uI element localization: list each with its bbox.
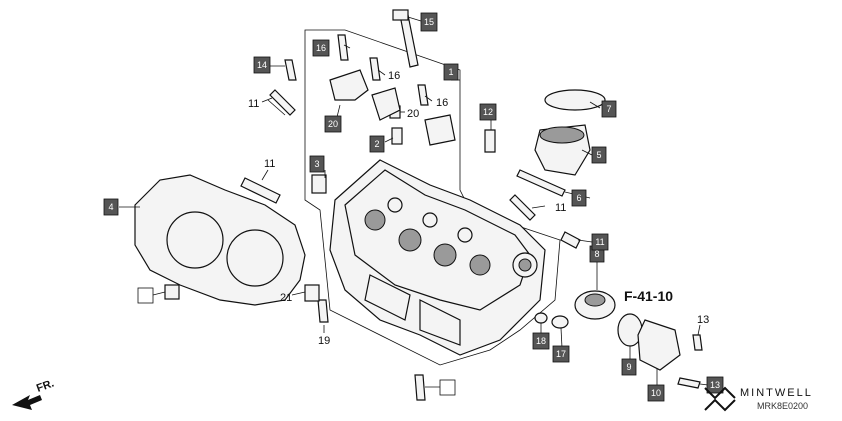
direction-label: FR.	[35, 377, 56, 394]
thermostat-housing	[637, 319, 681, 371]
callout-20-box: 20	[324, 115, 342, 133]
svg-text:12: 12	[483, 107, 493, 117]
assembly-outline	[304, 29, 561, 366]
callout-13-box: 13	[706, 376, 724, 394]
callout-4: 4	[103, 198, 119, 216]
intake-joint	[534, 124, 591, 176]
svg-text:10: 10	[651, 388, 661, 398]
callout-12: 12	[479, 103, 497, 121]
svg-text:2: 2	[374, 139, 379, 149]
label-20: 20	[407, 108, 419, 120]
callout-11-box: 11	[591, 233, 609, 251]
label-11-middle: 11	[264, 158, 275, 170]
svg-text:8: 8	[594, 249, 599, 259]
dowel-pin-3	[311, 174, 327, 194]
label-16-b: 16	[436, 97, 448, 109]
svg-text:1: 1	[448, 67, 453, 77]
bolt-14	[284, 59, 297, 81]
svg-text:7: 7	[606, 104, 611, 114]
front-arrow-icon: FR.	[12, 377, 56, 410]
callout-9: 9	[621, 358, 637, 376]
callout-1: 1	[443, 63, 459, 81]
bolt-13-b	[677, 377, 701, 389]
label-11-right: 11	[555, 202, 566, 214]
callout-10: 10	[647, 384, 665, 402]
plug-17	[551, 315, 569, 329]
sensor-right	[560, 231, 581, 249]
svg-text:4: 4	[108, 202, 113, 212]
svg-text:20: 20	[328, 119, 338, 129]
callout-2: 2	[369, 135, 385, 153]
dowel-pin-21	[304, 284, 320, 302]
svg-text:3: 3	[314, 159, 319, 169]
spark-plug-right	[509, 194, 536, 221]
brand-logo-icon	[704, 386, 736, 412]
cam-holder-b	[371, 87, 401, 121]
dowel-pin-gasket	[164, 284, 180, 300]
label-21: 21	[280, 292, 292, 304]
stud-19	[317, 299, 329, 323]
head-gasket	[134, 174, 306, 306]
cam-holder-c	[424, 114, 456, 146]
svg-text:18: 18	[536, 336, 546, 346]
cylinder-head	[329, 159, 546, 356]
svg-text:6: 6	[576, 193, 581, 203]
label-11-upper: 11	[248, 98, 259, 110]
bolt-16-a	[337, 34, 349, 61]
collar-2	[391, 127, 403, 145]
callout-blank-bottom	[439, 379, 456, 396]
callout-7: 7	[601, 100, 617, 118]
bolt-13-a	[692, 334, 703, 351]
bolt-16-c	[417, 84, 429, 106]
callout-16-box: 16	[312, 39, 330, 57]
bolt-16-b	[369, 57, 381, 81]
cam-holder-a	[329, 69, 369, 101]
svg-text:9: 9	[626, 362, 631, 372]
head-bolt-long	[392, 9, 419, 68]
pipe-6	[516, 169, 566, 197]
callout-14: 14	[253, 56, 271, 74]
callout-3: 3	[309, 155, 325, 173]
svg-text:13: 13	[710, 380, 720, 390]
svg-text:14: 14	[257, 60, 267, 70]
sensor-12	[484, 129, 496, 153]
callout-17: 17	[552, 345, 570, 363]
svg-text:5: 5	[596, 150, 601, 160]
callout-6: 6	[571, 189, 587, 207]
label-19: 19	[318, 335, 330, 347]
thermostat	[574, 290, 616, 320]
spark-plug-upper	[267, 89, 296, 116]
intake-clamp	[544, 89, 606, 111]
callout-5: 5	[591, 146, 607, 164]
svg-text:11: 11	[595, 237, 604, 247]
brand-name: MINTWELL	[740, 387, 813, 399]
stud-bottom	[414, 374, 426, 401]
reference-label: F-41-10	[624, 288, 673, 304]
svg-text:16: 16	[316, 43, 326, 53]
diagram-code: MRK8E0200	[757, 401, 808, 411]
svg-text:17: 17	[556, 349, 566, 359]
label-13: 13	[697, 314, 709, 326]
svg-text:15: 15	[424, 17, 434, 27]
label-16-a: 16	[388, 70, 400, 82]
callout-15: 15	[420, 12, 438, 32]
washer-18	[534, 312, 548, 324]
spark-plug-middle	[240, 177, 281, 204]
callout-blank-gasket	[137, 287, 154, 304]
callout-18: 18	[532, 332, 550, 350]
